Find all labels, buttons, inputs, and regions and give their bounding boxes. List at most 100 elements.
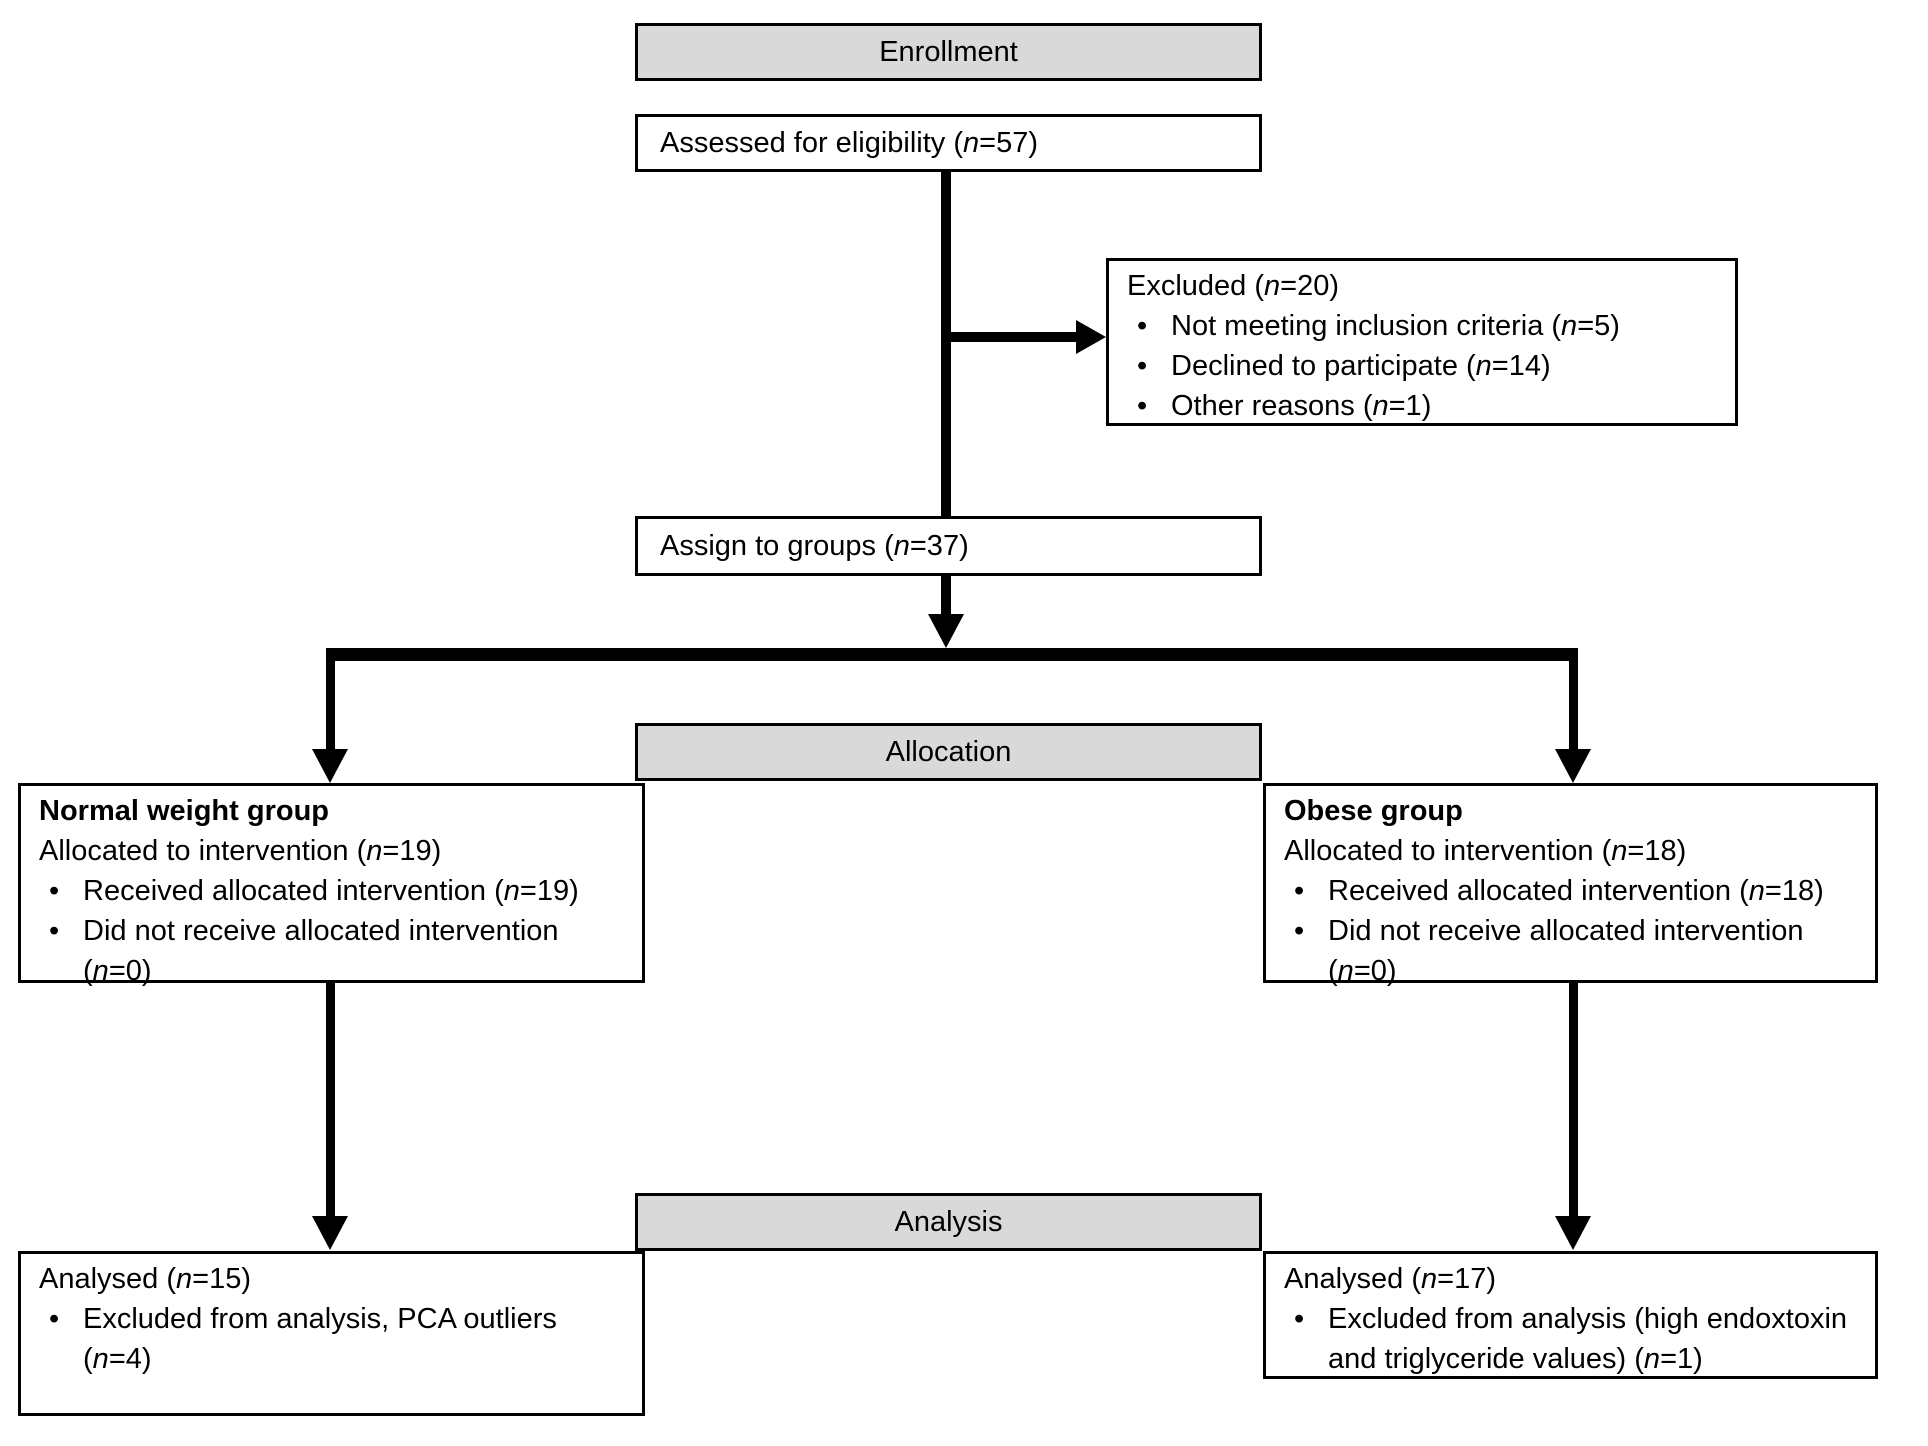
normal-weight-group-box: Normal weight group Allocated to interve…	[18, 783, 645, 987]
text-post: =4)	[108, 1343, 152, 1375]
arrowhead-obese-to-analysed	[1555, 1216, 1591, 1250]
text-n: n	[1611, 835, 1628, 867]
bullet-icon: •	[1137, 310, 1148, 342]
text-pre: Analysed (	[39, 1263, 177, 1295]
text-post: =19)	[382, 835, 442, 867]
list-item: • Excluded from analysis, PCA outliers (n…	[39, 1299, 630, 1379]
split-bar	[326, 648, 1578, 661]
list-item: • Declined to participate (n=14)	[1127, 346, 1723, 386]
group-subtitle: Allocated to intervention (n=18)	[1284, 831, 1863, 871]
flow-line-split-to-obese	[1569, 655, 1578, 750]
text-pre: Did not receive allocated intervention (	[1328, 915, 1804, 987]
assign-box: Assign to groups (n=37)	[635, 516, 1262, 576]
text-post: =5)	[1577, 310, 1620, 342]
text-n: n	[1337, 955, 1354, 987]
arrowhead-assign-to-split	[928, 614, 964, 648]
analysed-title: Analysed (n=15)	[39, 1259, 630, 1299]
arrowhead-split-to-obese	[1555, 749, 1591, 783]
text-post: =1)	[1388, 390, 1432, 422]
text-post: =19)	[519, 875, 579, 907]
group-subtitle: Allocated to intervention (n=19)	[39, 831, 630, 871]
list-item: • Received allocated intervention (n=19)	[39, 871, 630, 911]
text-post: =20)	[1280, 270, 1340, 302]
obese-group-box: Obese group Allocated to intervention (n…	[1263, 783, 1878, 987]
flow-line-assign-to-split	[941, 576, 951, 616]
text-n: n	[503, 875, 520, 907]
text-pre: Assign to groups (	[660, 529, 894, 562]
obese-list: •Received allocated intervention (n=18) …	[1284, 871, 1863, 991]
bullet-icon: •	[49, 875, 60, 907]
text-post: =14)	[1491, 350, 1551, 382]
bullet-icon: •	[1294, 1303, 1305, 1335]
text-pre: Received allocated intervention (	[83, 875, 504, 907]
text-post: =0)	[108, 955, 152, 987]
text-pre: Did not receive allocated intervention (	[83, 915, 559, 987]
text-n: n	[176, 1263, 193, 1295]
text-n: n	[1748, 875, 1765, 907]
text-n: n	[1561, 310, 1578, 342]
bullet-icon: •	[49, 915, 60, 947]
list-item: • Did not receive allocated intervention …	[1284, 911, 1863, 991]
assessed-box: Assessed for eligibility (n=57)	[635, 114, 1262, 172]
text-n: n	[366, 835, 383, 867]
normal-weight-list: •Received allocated intervention (n=19) …	[39, 871, 630, 991]
list-item: • Not meeting inclusion criteria (n=5)	[1127, 306, 1723, 346]
analysed-normal-box: Analysed (n=15) •Excluded from analysis,…	[18, 1251, 645, 1416]
text-post: =0)	[1353, 955, 1397, 987]
allocation-header: Allocation	[635, 723, 1262, 781]
flow-line-obese-to-analysed	[1569, 983, 1578, 1216]
analysis-header: Analysis	[635, 1193, 1262, 1251]
text-n: n	[1372, 390, 1389, 422]
text-n: n	[92, 955, 109, 987]
analysed-obese-box: Analysed (n=17) • Excluded from analysis …	[1263, 1251, 1878, 1379]
text-post: =57)	[979, 126, 1038, 159]
excluded-title: Excluded (n=20)	[1127, 266, 1723, 306]
assign-label: Assign to groups (n=37)	[660, 530, 969, 563]
list-item: • Received allocated intervention (n=18)	[1284, 871, 1863, 911]
text-pre: Assessed for eligibility (	[660, 126, 963, 159]
bullet-icon: •	[1294, 875, 1305, 907]
text-n: n	[893, 529, 910, 562]
list-item: • Other reasons (n=1)	[1127, 386, 1723, 426]
excluded-list: •Not meeting inclusion criteria (n=5) •D…	[1127, 306, 1723, 426]
text-n: n	[1421, 1263, 1438, 1295]
excluded-box: Excluded (n=20) •Not meeting inclusion c…	[1106, 258, 1738, 426]
flow-line-normal-to-analysed	[326, 983, 335, 1216]
arrowhead-split-to-normal	[312, 749, 348, 783]
allocation-header-label: Allocation	[885, 735, 1012, 768]
text-pre: Excluded from analysis (high endoxtoxin …	[1328, 1303, 1848, 1375]
text-pre: Other reasons (	[1171, 390, 1373, 422]
text-pre: Excluded (	[1127, 270, 1265, 302]
analysed-title: Analysed (n=17)	[1284, 1259, 1863, 1299]
group-title: Normal weight group	[39, 795, 329, 827]
bullet-icon: •	[1137, 390, 1148, 422]
text-pre: Excluded from analysis, PCA outliers (	[83, 1303, 557, 1375]
text-post: =15)	[192, 1263, 252, 1295]
flow-line-to-excluded	[946, 332, 1076, 342]
bullet-icon: •	[49, 1303, 60, 1335]
text-pre: Received allocated intervention (	[1328, 875, 1749, 907]
list-item: • Excluded from analysis (high endoxtoxin…	[1284, 1299, 1863, 1379]
text-n: n	[92, 1343, 109, 1375]
text-n: n	[1475, 350, 1492, 382]
analysed-obese-list: • Excluded from analysis (high endoxtoxin…	[1284, 1299, 1863, 1379]
text-n: n	[1643, 1343, 1661, 1375]
text-pre: Declined to participate (	[1171, 350, 1476, 382]
text-pre: Not meeting inclusion criteria (	[1171, 310, 1562, 342]
list-item: • Did not receive allocated intervention …	[39, 911, 630, 991]
flow-line-split-to-normal	[326, 655, 335, 750]
assessed-label: Assessed for eligibility (n=57)	[660, 127, 1038, 160]
text-pre: Allocated to intervention (	[39, 835, 367, 867]
flow-line-assessed-to-assign	[941, 172, 951, 516]
arrowhead-normal-to-analysed	[312, 1216, 348, 1250]
text-post: =18)	[1764, 875, 1824, 907]
text-pre: Analysed (	[1284, 1263, 1422, 1295]
text-n: n	[963, 126, 980, 159]
bullet-icon: •	[1294, 915, 1305, 947]
arrowhead-to-excluded	[1076, 320, 1106, 354]
group-title: Obese group	[1284, 795, 1463, 827]
text-post: =1)	[1660, 1343, 1703, 1375]
enrollment-header: Enrollment	[635, 23, 1262, 81]
bullet-icon: •	[1137, 350, 1148, 382]
text-pre: Allocated to intervention (	[1284, 835, 1612, 867]
